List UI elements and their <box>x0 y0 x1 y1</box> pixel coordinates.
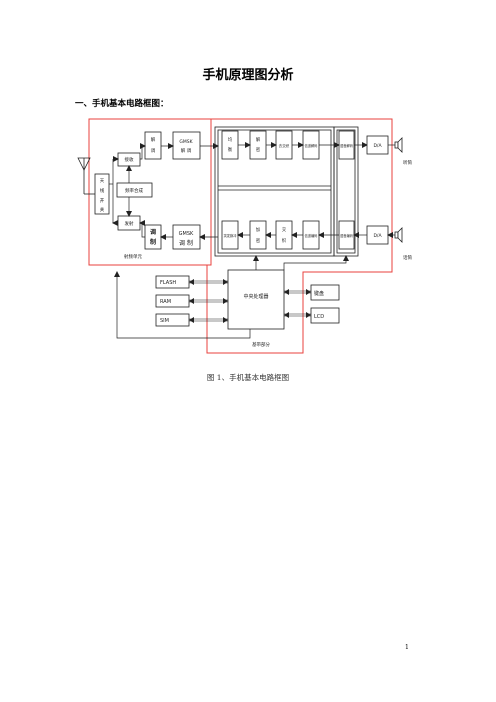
page-number: 1 <box>405 644 409 651</box>
rf-red-frame <box>88 118 212 266</box>
antenna-switch-char-4: 关 <box>100 206 105 213</box>
figure-caption: 图 1、手机基本电路框图 <box>206 373 290 382</box>
receive-label: 接收 <box>125 156 134 163</box>
encrypt-char-1: 加 <box>256 226 260 233</box>
freq-synth-block <box>116 182 153 198</box>
mod-char-2: 制 <box>150 238 156 246</box>
equalizer-char-2: 衡 <box>228 146 233 153</box>
encrypt-char-2: 密 <box>256 237 261 244</box>
antenna-switch-block <box>94 173 110 215</box>
gmsk-demod-top: GMSK <box>179 139 193 145</box>
decrypt-block <box>249 130 267 160</box>
document-title: 手机原理图分析 <box>202 68 294 83</box>
microphone-icon <box>394 227 403 243</box>
burst-label: 突发脉冲 <box>224 233 237 238</box>
antenna-switch-char-1: 天 <box>100 178 105 184</box>
microphone-label: 话筒 <box>403 254 412 261</box>
cpu-block <box>227 269 285 330</box>
demod-char-2: 调 <box>151 147 156 154</box>
channel-decode-label: 信道解码 <box>305 143 318 148</box>
interleave-block <box>275 220 293 250</box>
freq-synth-label: 频率合成 <box>125 187 143 194</box>
antenna-icon <box>77 157 95 195</box>
transmit-label: 发射 <box>125 220 134 227</box>
earpiece-label: 听筒 <box>403 159 412 166</box>
mod-char-1: 调 <box>150 228 156 236</box>
rf-unit-label: 射频单元 <box>124 253 142 260</box>
channel-encode-label: 信道编码 <box>305 233 318 238</box>
interleave-char-2: 织 <box>282 237 287 244</box>
equalizer-char-1: 均 <box>228 136 232 143</box>
demod-char-1: 解 <box>151 136 156 143</box>
decrypt-char-2: 密 <box>256 146 261 153</box>
section-heading: 一、手机基本电路框图： <box>75 99 169 109</box>
gmsk-mod-top: GMSK <box>179 231 194 237</box>
decrypt-char-1: 解 <box>256 136 261 143</box>
ram-label: RAM <box>160 299 171 305</box>
keyboard-label: 键盘 <box>314 290 324 297</box>
lcd-block <box>310 307 340 324</box>
deinterleave-label: 去交织 <box>279 143 290 148</box>
cpu-label: 中央处理器 <box>243 293 268 300</box>
baseband-red-frame <box>206 118 393 354</box>
flash-label: FLASH <box>160 280 176 286</box>
lcd-label: LCD <box>314 314 324 320</box>
encrypt-block <box>249 220 267 250</box>
dac-tx-label: D/A <box>373 233 382 239</box>
gmsk-mod-bottom: 调 制 <box>179 239 193 247</box>
gmsk-demod-bottom: 解 调 <box>181 147 192 154</box>
baseband-unit-label: 基带部分 <box>252 341 270 348</box>
gmsk-demod-block <box>172 131 201 160</box>
antenna-switch-char-2: 线 <box>100 187 105 194</box>
speech-encode-label: 语音编码 <box>340 233 353 238</box>
interleave-char-1: 交 <box>282 226 287 233</box>
keyboard-block <box>310 284 340 301</box>
dsp-inner-frame <box>217 129 332 254</box>
demod-block <box>144 131 162 160</box>
dac-rx-label: D/A <box>373 143 382 149</box>
antenna-switch-char-3: 开 <box>100 198 105 204</box>
speech-decode-label: 语音解码 <box>340 143 353 148</box>
sim-label: SIM <box>160 318 169 324</box>
speech-codec-inner <box>336 129 356 254</box>
earpiece-icon <box>394 137 403 153</box>
equalizer-block <box>221 130 239 160</box>
